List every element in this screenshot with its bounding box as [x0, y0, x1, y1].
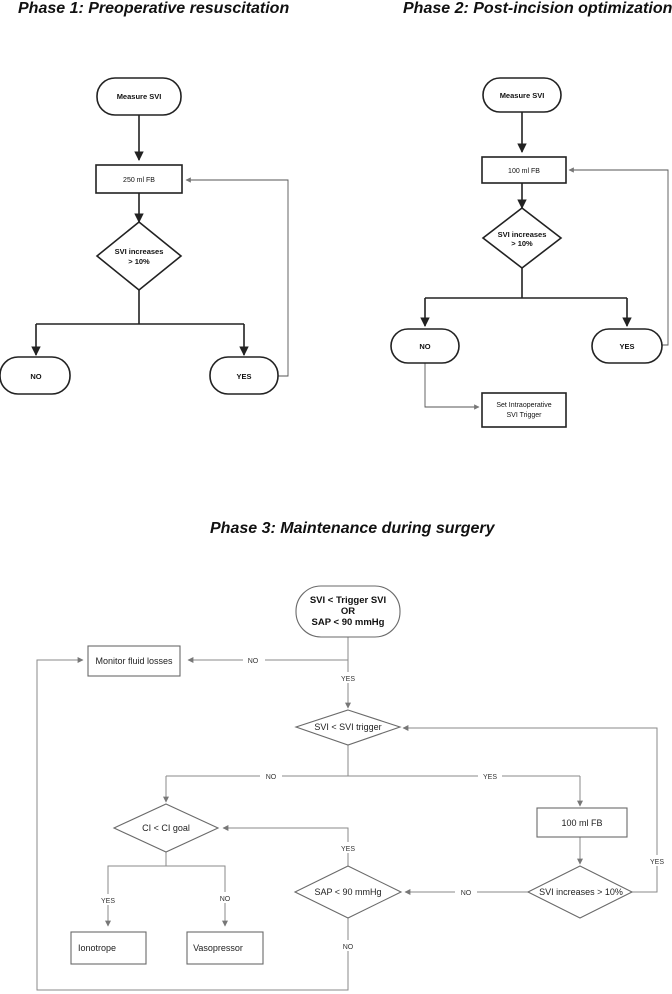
p3-label-bg [336, 842, 360, 853]
p3-sap-label: SAP < 90 mmHg [314, 887, 381, 897]
p3-label-bg [645, 855, 669, 866]
p3-ci-goal-label: CI < CI goal [142, 823, 190, 833]
phase1-flowchart: Measure SVI 250 ml FB SVI increases > 10… [0, 77, 289, 395]
phase2-title: Phase 2: Post-incision optimization [403, 0, 672, 17]
p3-fb-label: 100 ml FB [561, 818, 602, 828]
p3-label-bg [336, 672, 360, 683]
p3-label-no-ci: NO [220, 896, 231, 903]
p2-measure-svi-node [482, 77, 562, 113]
p3-svi-trigger-label: SVI < SVI trigger [314, 722, 381, 732]
p2-arrow-loop [568, 167, 669, 346]
p3-label-bg [214, 892, 236, 903]
p1-yes-label: YES [236, 372, 251, 381]
p2-arrow-no-trigger [424, 362, 480, 410]
p1-decision-label-1: SVI increases [115, 247, 164, 256]
p3-label-no-monitor: NO [248, 658, 259, 665]
p3-label-bg [455, 886, 477, 897]
p1-decision-label-2: > 10% [128, 257, 150, 266]
phase2-flowchart: Measure SVI 100 ml FB SVI increases > 10… [390, 77, 669, 428]
p3-label-bg [337, 940, 359, 951]
p2-trigger-label-1: Set Intraoperative [496, 402, 551, 409]
p2-split-line [425, 268, 627, 299]
p2-yes-label: YES [619, 342, 634, 351]
p3-svi-increases-label: SVI increases > 10% [539, 887, 623, 897]
p2-decision-label-1: SVI increases [498, 230, 547, 239]
phase3-flowchart: NO YES NO YES YES NO YES YES NO NO SVI <… [36, 585, 669, 991]
p3-label-bg [478, 770, 502, 781]
p2-measure-svi-label: Measure SVI [500, 91, 545, 100]
p1-arrow-loop [185, 177, 289, 377]
p2-trigger-label-2: SVI Trigger [506, 412, 542, 419]
p3-monitor-label: Monitor fluid losses [95, 656, 173, 666]
p3-vasopressor-label: Vasopressor [193, 943, 243, 953]
p3-arrow-sap-to-ci [222, 825, 349, 866]
p1-measure-svi-label: Measure SVI [117, 92, 162, 101]
p3-svi-increases-node [526, 865, 634, 919]
p3-arrow-sap-no-loop [36, 657, 349, 991]
p3-label-yes-ci: YES [101, 898, 115, 905]
p3-start-label-2: OR [341, 606, 355, 617]
p3-vasopressor-node [186, 931, 264, 965]
p3-label-yes-loop: YES [650, 859, 664, 866]
p2-fb-node [481, 156, 567, 184]
p2-fb-label: 100 ml FB [508, 168, 540, 175]
p1-no-label: NO [30, 372, 41, 381]
p1-no-node [0, 356, 71, 395]
p3-fb-node [536, 807, 628, 838]
p3-label-bg [96, 894, 120, 905]
p3-sap-node [293, 865, 403, 919]
p3-split-line [166, 745, 580, 777]
p1-yes-node [209, 356, 279, 395]
p3-label-no-left: NO [266, 774, 277, 781]
p2-trigger-node [481, 392, 567, 428]
phase3-title: Phase 3: Maintenance during surgery [210, 520, 495, 537]
p3-start-label-1: SVI < Trigger SVI [310, 595, 386, 606]
p3-arrow-ci-to-ionotrope [105, 852, 167, 927]
p1-measure-svi-node [96, 77, 182, 116]
p2-no-node [390, 328, 460, 364]
p1-fb-node [95, 164, 183, 194]
phase1-title: Phase 1: Preoperative resuscitation [18, 0, 290, 17]
p3-start-label-3: SAP < 90 mmHg [312, 617, 385, 628]
p2-decision-label-2: > 10% [511, 239, 533, 248]
p1-split-line [36, 290, 244, 325]
p3-label-yes-start: YES [341, 676, 355, 683]
p1-decision-node [95, 220, 183, 292]
p3-ionotrope-label: Ionotrope [78, 943, 116, 953]
p2-decision-node [481, 206, 563, 270]
p3-label-no-sap: NO [461, 890, 472, 897]
p3-label-yes-sap: YES [341, 846, 355, 853]
p2-yes-node [591, 328, 663, 364]
p3-ionotrope-node [70, 931, 147, 965]
p3-label-yes-right: YES [483, 774, 497, 781]
p3-arrow-ci-to-vasopressor [166, 865, 228, 927]
p1-fb-label: 250 ml FB [123, 177, 155, 184]
p3-arrow-yes-loop [402, 725, 658, 893]
p3-label-no-bottom: NO [343, 944, 354, 951]
p3-label-bg [243, 654, 265, 665]
p3-svi-trigger-node [294, 709, 402, 746]
p2-no-label: NO [419, 342, 430, 351]
p3-label-bg [260, 770, 282, 781]
p3-ci-goal-node [112, 803, 220, 853]
p3-monitor-node [87, 645, 181, 677]
p3-start-node [295, 585, 401, 638]
